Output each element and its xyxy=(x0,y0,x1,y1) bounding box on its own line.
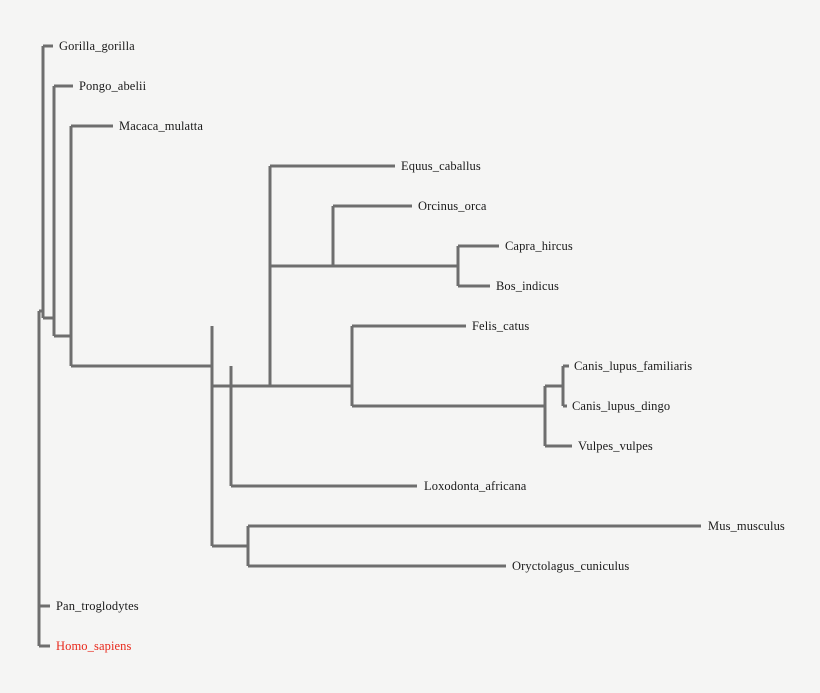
tip-homo-sapiens-label: Homo_sapiens xyxy=(56,638,132,653)
tip-capra-hircus-label: Capra_hircus xyxy=(505,238,573,253)
tip-macaca-mulatta-label: Macaca_mulatta xyxy=(119,118,203,133)
tip-pongo-abelii-label: Pongo_abelii xyxy=(79,78,147,93)
tip-pan-troglodytes-label: Pan_troglodytes xyxy=(56,598,139,613)
tip-orcinus-orca-label: Orcinus_orca xyxy=(418,198,487,213)
tip-oryctolagus-cuniculus-label: Oryctolagus_cuniculus xyxy=(512,558,630,573)
tip-gorilla-gorilla-label: Gorilla_gorilla xyxy=(59,38,135,53)
tip-mus-musculus-label: Mus_musculus xyxy=(708,518,785,533)
tip-loxodonta-africana-label: Loxodonta_africana xyxy=(424,478,527,493)
tip-vulpes-vulpes-label: Vulpes_vulpes xyxy=(578,438,653,453)
tip-bos-indicus-label: Bos_indicus xyxy=(496,278,559,293)
tip-equus-caballus-label: Equus_caballus xyxy=(401,158,481,173)
tip-felis-catus-label: Felis_catus xyxy=(472,318,530,333)
tip-canis-lupus-dingo-label: Canis_lupus_dingo xyxy=(572,398,671,413)
branch-layer xyxy=(37,44,701,648)
tip-canis-lupus-familiaris-label: Canis_lupus_familiaris xyxy=(574,358,693,373)
